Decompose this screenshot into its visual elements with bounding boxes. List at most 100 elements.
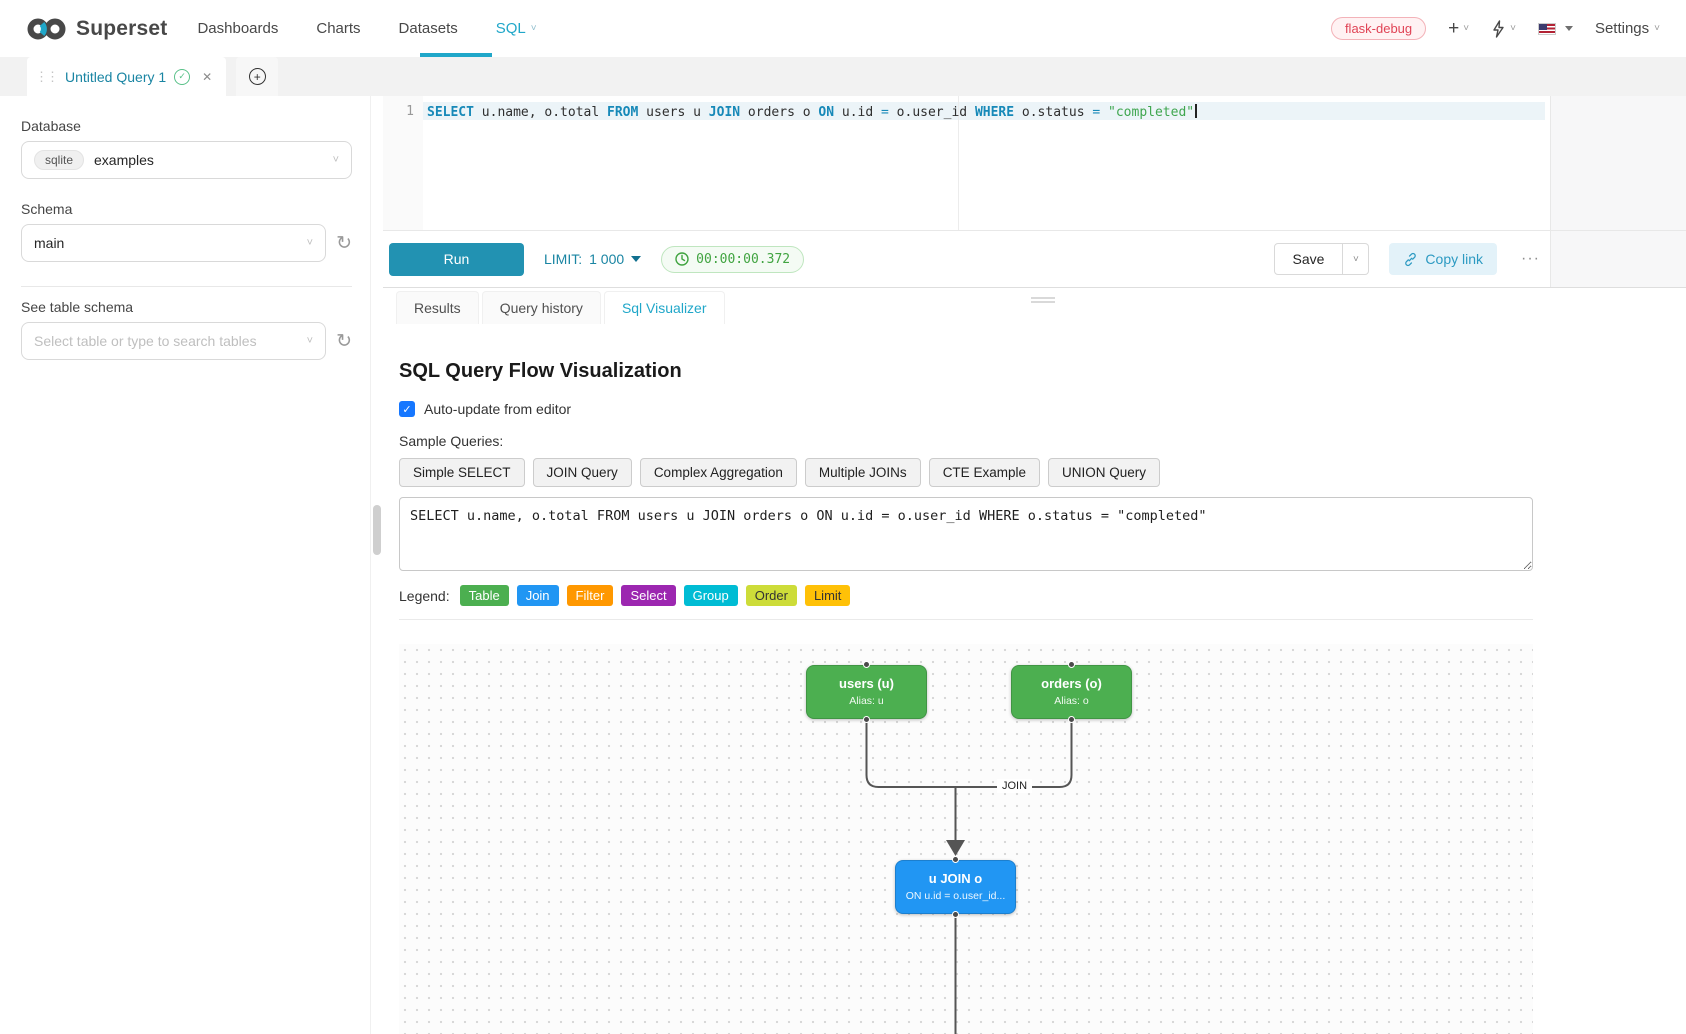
save-split-button: Save ˅ [1273,243,1370,275]
sample-query-button-cte-example[interactable]: CTE Example [928,458,1040,487]
scrollbar-thumb[interactable] [373,505,381,555]
limit-label: LIMIT: [544,251,583,267]
page-title: SQL Query Flow Visualization [399,360,682,382]
node-handle-top[interactable] [862,661,870,668]
content-divider [399,619,1533,620]
table-schema-label: See table schema [21,299,134,315]
navbar-right: flask-debug + ˅ ˅ Settings ˅ [1330,17,1660,40]
print-margin-line [958,96,959,230]
arrowhead-icon [946,840,965,856]
chevron-down-icon: ˅ [1463,23,1470,34]
code-area[interactable]: SELECT u.name, o.total FROM users u JOIN… [423,96,1550,230]
main-area: Database sqlite examples ˅ Schema main ˅… [0,96,1686,1034]
top-navbar: Superset Dashboards Charts Datasets SQL … [0,0,1686,57]
more-options-button[interactable]: ··· [1517,250,1544,268]
tab-results[interactable]: Results [396,291,479,324]
auto-update-checkbox[interactable]: ✓ [399,401,415,417]
nav-dashboards[interactable]: Dashboards [197,20,279,37]
limit-dropdown[interactable]: LIMIT: 1 000 [544,251,642,267]
query-input[interactable]: SELECT u.name, o.total FROM users u JOIN… [399,497,1533,571]
sql-editor[interactable]: 1 SELECT u.name, o.total FROM users u JO… [383,96,1550,230]
sample-query-button-join-query[interactable]: JOIN Query [532,458,632,487]
flow-node-users[interactable]: users (u)Alias: u [806,661,927,723]
drag-handle-icon[interactable]: ⋮⋮ [35,68,59,84]
tab-sql-visualizer[interactable]: Sql Visualizer [603,291,725,324]
join-edge-label: JOIN [997,779,1033,793]
sample-query-button-multiple-joins[interactable]: Multiple JOINs [804,458,921,487]
settings-menu[interactable]: Settings ˅ [1594,20,1660,37]
node-handle-top[interactable] [1067,661,1075,668]
table-select-placeholder: Select table or type to search tables [34,333,257,349]
database-value: examples [94,152,154,168]
new-item-menu[interactable]: + ˅ [1448,19,1469,38]
legend-badge-order: Order [745,585,797,606]
limit-value: 1 000 [589,251,625,267]
query-search-menu[interactable]: ˅ [1491,19,1516,38]
sample-query-button-union-query[interactable]: UNION Query [1047,458,1160,487]
refresh-tables-icon[interactable]: ↻ [336,330,352,352]
copy-link-button[interactable]: Copy link [1389,243,1498,275]
circled-plus-icon: + [248,68,266,85]
chevron-down-icon: ˅ [332,154,339,166]
pane-resize-handle[interactable] [1031,297,1055,305]
query-tab[interactable]: ⋮⋮ Untitled Query 1 ✓ ✕ [27,57,227,96]
database-engine-tag: sqlite [34,150,85,170]
run-button[interactable]: Run [389,242,524,276]
table-select[interactable]: Select table or type to search tables ˅ [21,322,327,360]
line-number: 1 [406,104,414,119]
legend-badge-group: Group [683,585,738,606]
nav-sql[interactable]: SQL ˅ [495,20,537,37]
database-label: Database [21,118,81,134]
save-button[interactable]: Save [1273,243,1344,275]
chevron-down-icon: ˅ [530,23,537,34]
auto-update-toggle[interactable]: ✓ Auto-update from editor [399,401,1670,417]
editor-gutter: 1 [383,96,423,230]
nav-datasets[interactable]: Datasets [398,20,458,37]
toolbar-right-filler [1550,231,1686,287]
auto-update-label: Auto-update from editor [424,401,572,417]
query-timer: 00:00:00.372 [661,245,805,273]
active-line-highlight [423,102,1545,120]
close-tab-icon[interactable]: ✕ [202,69,213,84]
caret-down-icon [1564,26,1573,31]
query-saved-check-icon: ✓ [174,68,191,85]
superset-logo[interactable]: Superset [26,15,167,43]
node-handle-bottom[interactable] [951,911,959,918]
vertical-scrollbar[interactable] [370,96,383,1034]
node-handle-bottom[interactable] [1067,716,1075,723]
chevron-down-icon: ˅ [1654,23,1660,34]
tab-query-history[interactable]: Query history [481,291,601,324]
schema-label: Schema [21,201,73,217]
flow-canvas[interactable]: JOIN users (u)Alias: u orders (o)Alias: o… [399,644,1533,1034]
chevron-down-icon: ˅ [1510,23,1516,34]
sql-workspace: 1 SELECT u.name, o.total FROM users u JO… [383,96,1686,1034]
sample-query-button-complex-aggregation[interactable]: Complex Aggregation [639,458,797,487]
caret-down-icon [631,256,642,262]
legend-badge-select: Select [621,585,676,606]
flow-node-orders[interactable]: orders (o)Alias: o [1011,661,1132,723]
schema-select[interactable]: main ˅ [21,224,327,262]
query-tab-title: Untitled Query 1 [65,68,167,85]
sample-queries-label: Sample Queries: [399,433,504,449]
sample-query-button-simple-select[interactable]: Simple SELECT [399,458,525,487]
refresh-schema-icon[interactable]: ↻ [336,232,352,254]
flow-edges [865,719,1073,1034]
legend-badge-join: Join [516,585,559,606]
clock-icon [675,252,689,266]
lightning-icon [1493,19,1504,38]
node-handle-top[interactable] [951,856,959,863]
database-select[interactable]: sqlite examples ˅ [21,141,352,179]
save-options-button[interactable]: ˅ [1343,243,1370,275]
chevron-down-icon: ˅ [306,335,314,347]
language-picker[interactable] [1537,22,1573,35]
editor-toolbar: Run LIMIT: 1 000 00:00:00.372 [383,231,1550,287]
legend-badge-limit: Limit [804,585,851,606]
brand-name: Superset [76,16,168,40]
new-query-tab-button[interactable]: + [236,57,279,96]
node-handle-bottom[interactable] [862,716,870,723]
nav-charts[interactable]: Charts [316,20,361,37]
